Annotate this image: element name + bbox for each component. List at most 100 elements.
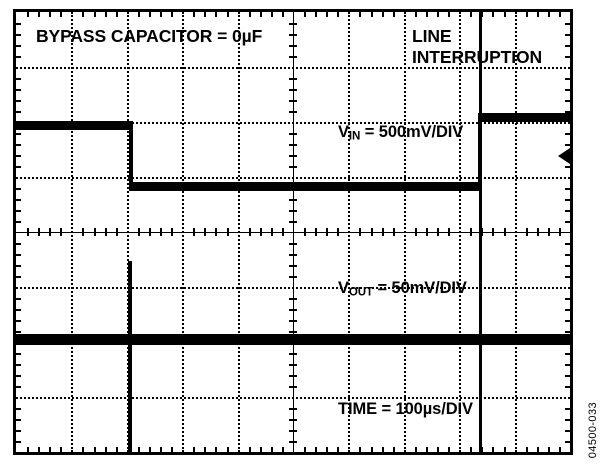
graticule-tick: [382, 228, 384, 236]
graticule-tick: [171, 12, 173, 17]
graticule-tick: [565, 375, 570, 377]
graticule-tick: [289, 430, 297, 432]
graticule-tick: [16, 199, 21, 201]
graticule-tick: [537, 228, 539, 236]
graticule-tick: [16, 386, 21, 388]
graticule-tick: [16, 408, 21, 410]
time-scale-label: TIME = 100µs/DIV: [338, 400, 473, 419]
graticule-tick: [16, 265, 21, 267]
graticule-tick: [138, 12, 140, 17]
graticule-tick: [315, 12, 317, 17]
graticule-tick: [227, 12, 229, 17]
graticule-tick: [565, 309, 570, 311]
graticule-tick: [382, 447, 384, 452]
graticule-tick: [289, 386, 297, 388]
graticule-tick: [289, 243, 297, 245]
graticule-tick: [289, 199, 297, 201]
graticule-tick: [16, 56, 21, 58]
graticule-tick: [565, 320, 570, 322]
graticule-tick: [359, 228, 361, 236]
bypass-capacitor-label: BYPASS CAPACITOR = 0µF: [36, 26, 262, 47]
graticule-tick: [481, 228, 483, 236]
vin-trace-high-left: [16, 121, 129, 130]
figure-id-caption: 04500-033: [587, 401, 599, 458]
graticule-tick: [437, 447, 439, 452]
graticule-tick: [393, 12, 395, 17]
graticule-tick: [289, 320, 297, 322]
vout-scale-label: VOUT = 50mV/DIV: [338, 279, 467, 300]
graticule-tick: [289, 100, 297, 102]
graticule-tick: [565, 419, 570, 421]
vout-setting: = 50mV/DIV: [372, 279, 467, 297]
graticule-tick: [249, 228, 251, 236]
graticule-tick: [548, 12, 550, 17]
graticule-tick: [289, 34, 297, 36]
vout-symbol: V: [338, 279, 349, 297]
graticule-tick: [215, 447, 217, 452]
graticule-tick: [289, 254, 297, 256]
graticule-tick: [315, 447, 317, 452]
graticule-tick: [138, 447, 140, 452]
graticule-tick: [193, 228, 195, 236]
graticule-tick: [565, 254, 570, 256]
graticule-tick: [94, 228, 96, 236]
graticule-tick: [149, 12, 151, 17]
time-setting: = 100µs/DIV: [377, 400, 473, 418]
graticule-tick: [393, 447, 395, 452]
graticule-tick: [16, 375, 21, 377]
graticule-tick: [16, 133, 21, 135]
graticule-tick: [116, 12, 118, 17]
graticule-tick: [565, 221, 570, 223]
graticule-tick: [559, 12, 561, 17]
graticule-tick: [559, 447, 561, 452]
graticule-tick: [27, 228, 29, 236]
graticule-tick: [282, 228, 284, 236]
graticule-tick: [160, 228, 162, 236]
graticule-tick: [371, 228, 373, 236]
graticule-tick: [260, 12, 262, 17]
line-interruption-line2: INTERRUPTION: [412, 46, 543, 67]
graticule-tick: [49, 228, 51, 236]
scope-graticule-frame: BYPASS CAPACITOR = 0µF LINE INTERRUPTION…: [13, 9, 573, 455]
graticule-tick: [27, 447, 29, 452]
graticule-tick: [470, 447, 472, 452]
graticule-tick: [326, 228, 328, 236]
time-label: TIME: [338, 400, 378, 418]
graticule-tick: [16, 430, 21, 432]
graticule-tick: [448, 228, 450, 236]
graticule-tick: [565, 78, 570, 80]
scope-plot-area: BYPASS CAPACITOR = 0µF LINE INTERRUPTION…: [16, 12, 570, 452]
graticule-tick: [565, 144, 570, 146]
graticule-tick: [193, 447, 195, 452]
graticule-tick: [289, 89, 297, 91]
graticule-tick: [565, 441, 570, 443]
graticule-tick: [38, 447, 40, 452]
graticule-tick: [16, 309, 21, 311]
graticule-tick: [16, 23, 21, 25]
graticule-tick: [448, 12, 450, 17]
line-interruption-label: LINE INTERRUPTION: [412, 26, 542, 67]
graticule-tick: [16, 243, 21, 245]
graticule-tick: [548, 447, 550, 452]
graticule-tick: [289, 56, 297, 58]
graticule-tick: [16, 364, 21, 366]
graticule-tick: [49, 447, 51, 452]
graticule-tick: [60, 228, 62, 236]
graticule-tick: [16, 188, 21, 190]
graticule-tick: [437, 12, 439, 17]
graticule-tick: [16, 353, 21, 355]
graticule-tick: [249, 12, 251, 17]
graticule-tick: [565, 298, 570, 300]
graticule-tick: [149, 447, 151, 452]
graticule-tick: [82, 12, 84, 17]
graticule-tick: [371, 12, 373, 17]
graticule-tick: [60, 12, 62, 17]
graticule-tick: [289, 408, 297, 410]
vout-glitch-spike-1: [128, 261, 132, 452]
graticule-tick: [565, 276, 570, 278]
graticule-tick: [16, 210, 21, 212]
graticule-tick: [16, 111, 21, 113]
graticule-tick: [504, 12, 506, 17]
graticule-tick: [289, 45, 297, 47]
graticule-tick: [289, 419, 297, 421]
